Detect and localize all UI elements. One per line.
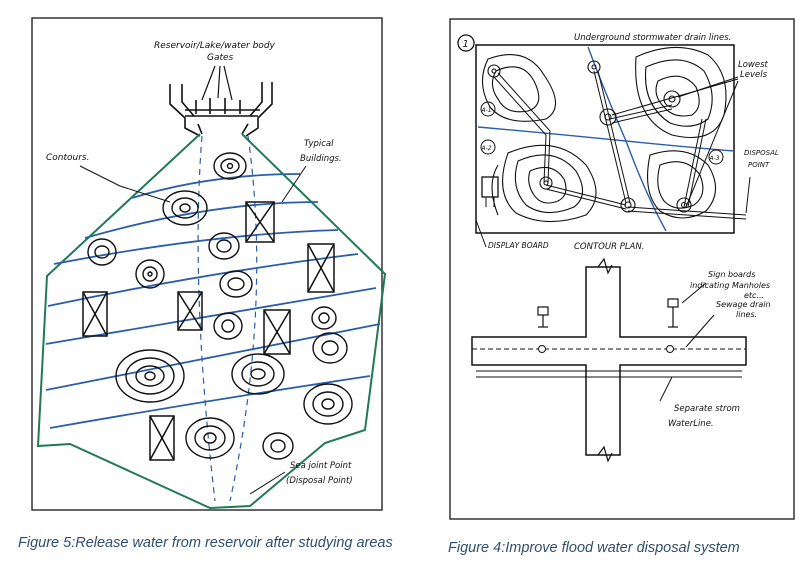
plan-contours [481, 46, 727, 223]
contour-plan-frame [475, 44, 735, 234]
storm-water-line [476, 370, 742, 378]
figure-4-sketch: 1 A-1 [446, 15, 799, 525]
display-board-label: DISPLAY BOARD [488, 241, 549, 250]
underground-label: Underground stormwater drain lines. [574, 33, 731, 43]
break-marks [597, 257, 613, 463]
zone-boundaries [477, 46, 735, 232]
figure-number: 1 [463, 39, 469, 50]
disposal-label-line2: POINT [748, 161, 770, 169]
buildings-label-line1: Typical [304, 139, 334, 149]
zone-a3: A-3 [709, 155, 720, 162]
display-board [481, 176, 499, 198]
building-boxes [82, 201, 335, 461]
catchment-outline [36, 133, 387, 510]
sea-label-line2: (Disposal Point) [286, 476, 353, 486]
figure-5-sketch: Reservoir/Lake/water body Gates Contours… [10, 6, 394, 526]
contour-circles [87, 152, 353, 460]
sign-label-line3: etc... [744, 291, 764, 300]
paper-border [449, 18, 795, 520]
building [307, 243, 335, 293]
building [149, 415, 175, 461]
sea-label-line1: Sea joint Point [290, 461, 352, 471]
reservoir-label: Reservoir/Lake/water body [154, 41, 276, 51]
storm-label-line1: Separate strom [674, 404, 740, 414]
sewage-label-line2: lines. [736, 310, 757, 319]
storm-label-line2: WaterLine. [668, 419, 714, 429]
plan-leader-lines [611, 76, 751, 214]
building [245, 201, 275, 243]
building [82, 291, 108, 337]
blue-contour-lines [45, 173, 381, 429]
lowest-label-line1: Lowest [738, 60, 769, 70]
sign-boards [537, 298, 679, 328]
building [263, 309, 291, 355]
figure-number-circle [457, 34, 475, 52]
paper-border [31, 17, 383, 511]
gates-label: Gates [207, 53, 234, 63]
disposal-label-line1: DISPOSAL [744, 149, 779, 157]
lowest-label-line2: Levels [740, 70, 768, 80]
figure-4-caption: Figure 4:Improve flood water disposal sy… [448, 540, 740, 556]
zone-a2: A-2 [481, 145, 492, 152]
figure-5-caption: Figure 5:Release water from reservoir af… [18, 535, 393, 551]
buildings-label-line2: Buildings. [300, 154, 342, 164]
flow-paths [197, 135, 258, 502]
contour-plan-label: CONTOUR PLAN. [574, 242, 644, 252]
zone-a1: A-1 [481, 107, 492, 114]
building [177, 291, 203, 331]
storm-drain-lines [493, 70, 747, 220]
road-cross [471, 266, 747, 456]
sign-label-line2: indicating Manholes [690, 281, 770, 290]
leader-lines [79, 165, 307, 495]
sewage-label-line1: Sewage drain [716, 300, 771, 309]
contours-label: Contours. [46, 153, 89, 163]
lower-leader-lines [659, 282, 715, 402]
reservoir-structure [169, 82, 273, 137]
sign-label-line1: Sign boards [708, 270, 755, 279]
gate-arrows [201, 65, 233, 101]
zone-tags [480, 101, 724, 165]
